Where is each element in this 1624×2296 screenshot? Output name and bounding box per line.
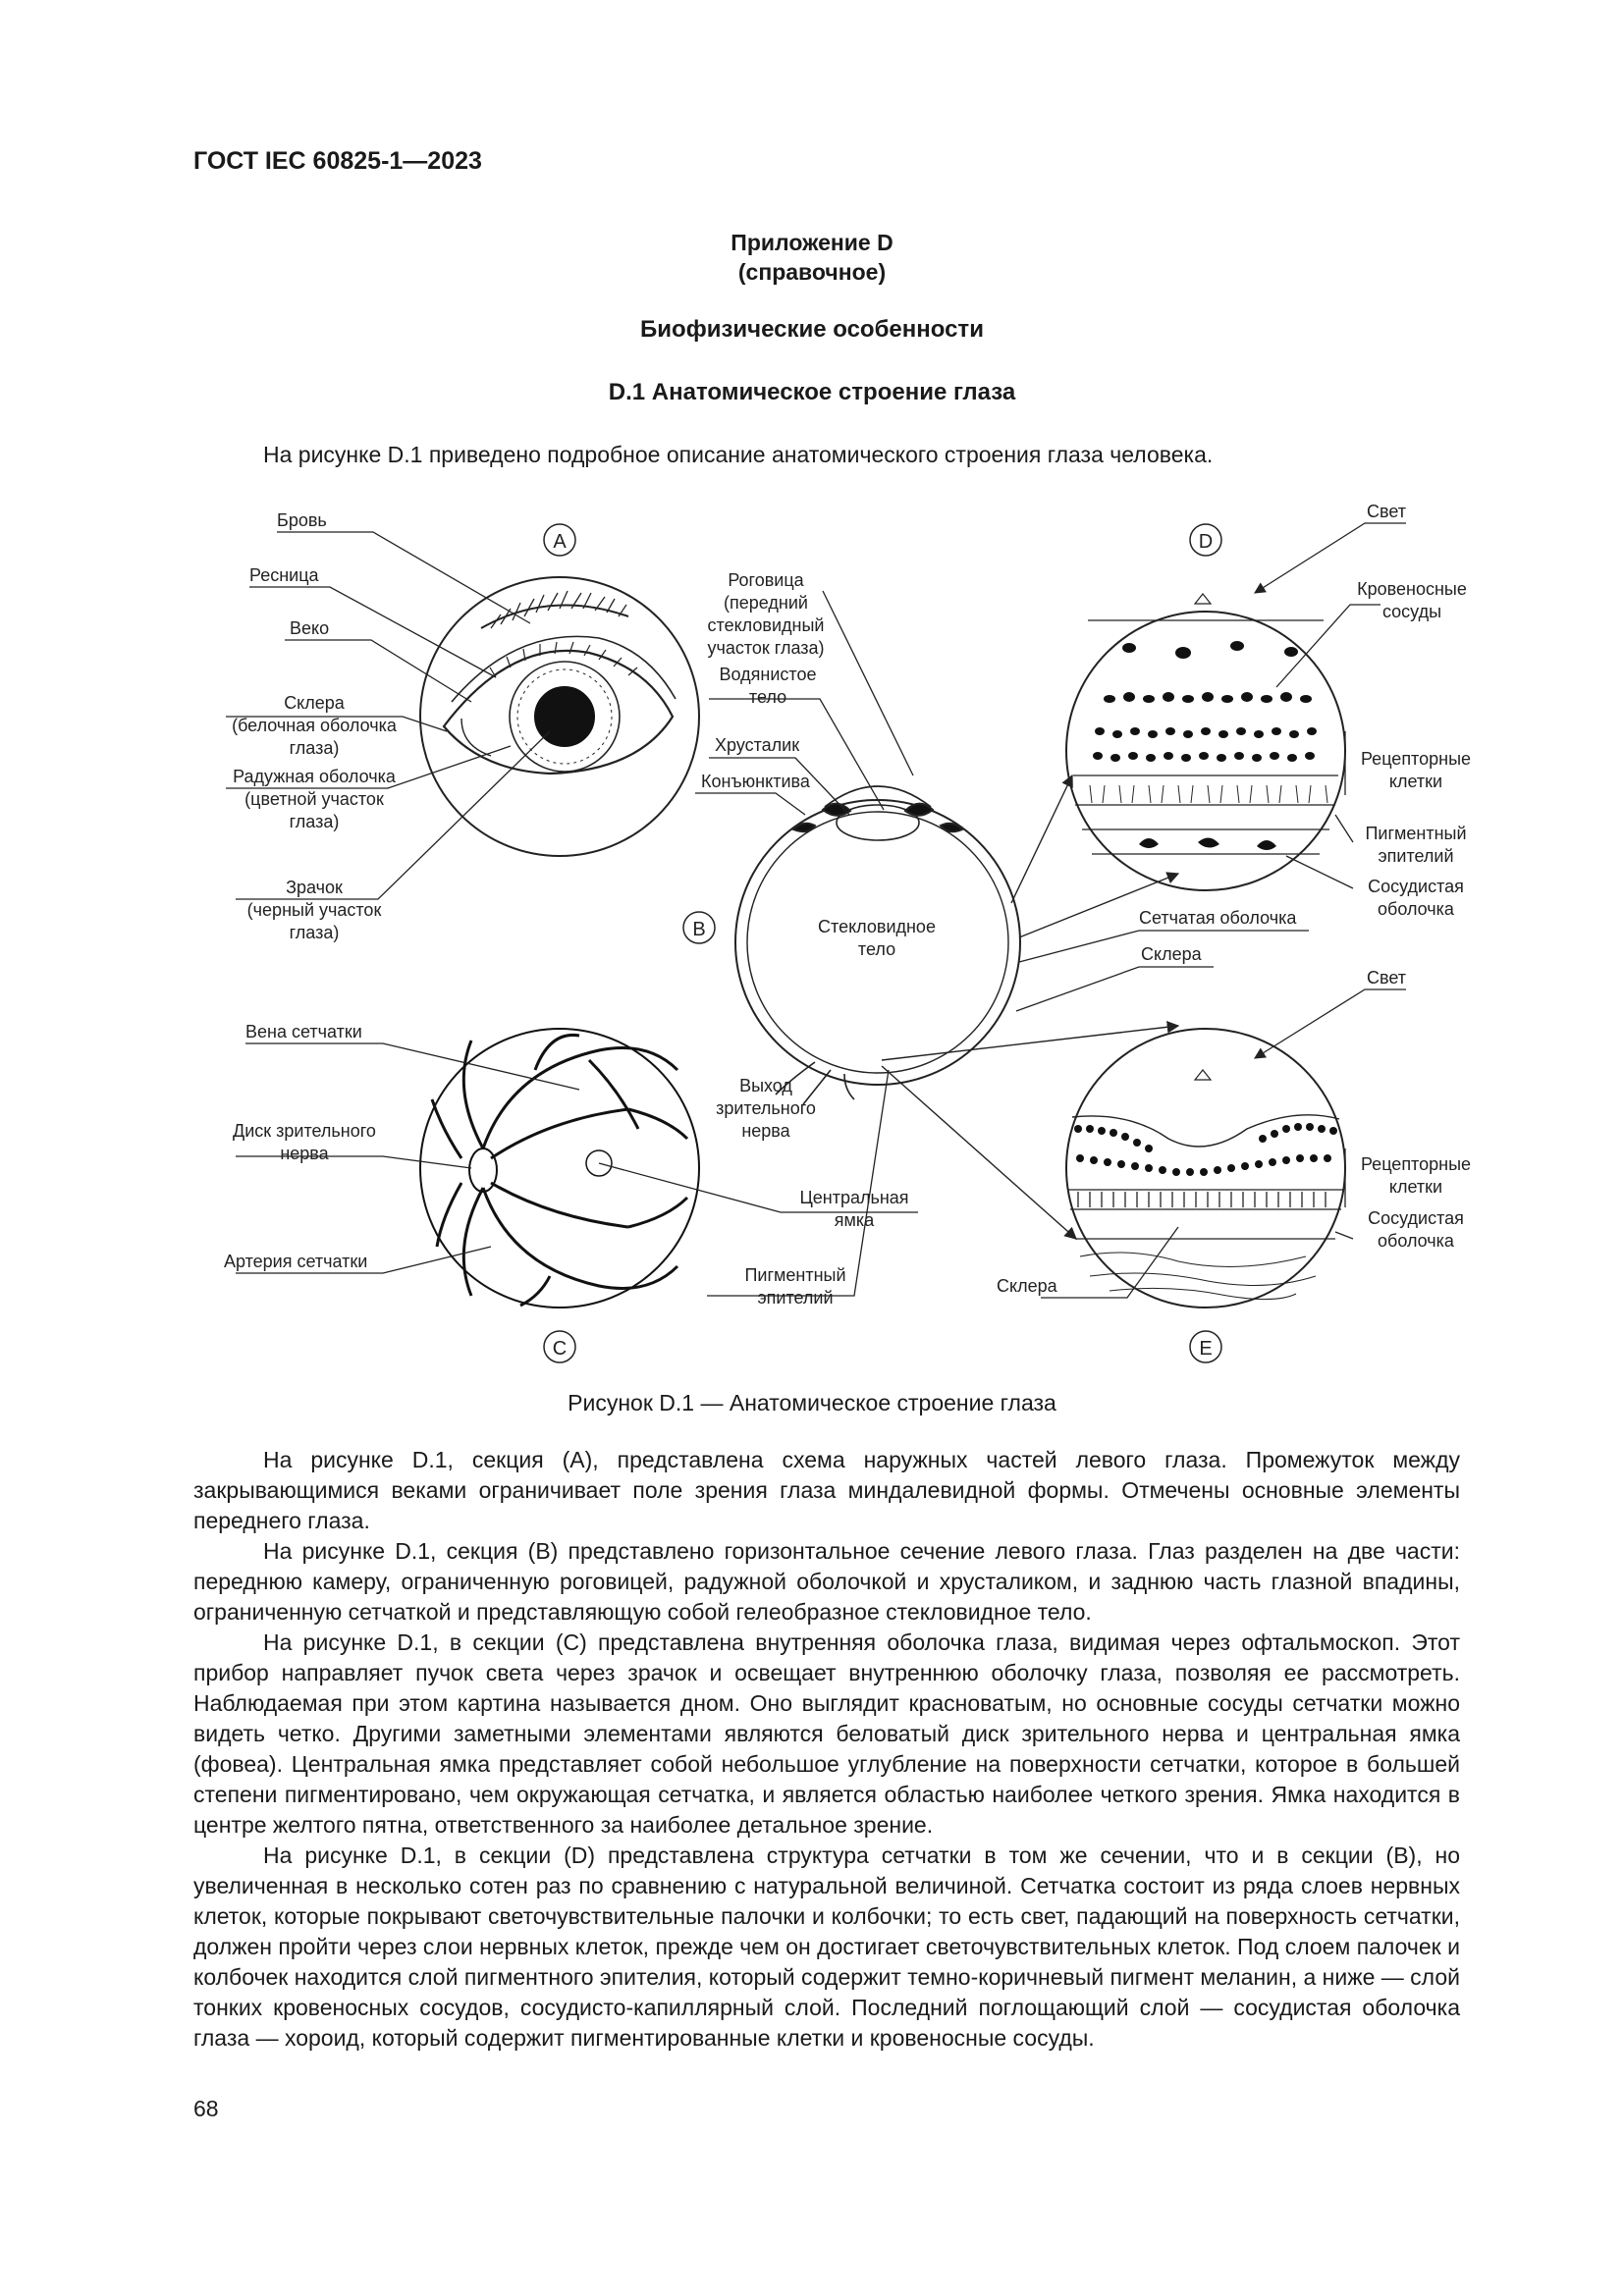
marker-d-label: D — [1199, 531, 1213, 553]
label-pupil: Зрачок (черный участок глаза) — [247, 878, 382, 942]
svg-text:глаза): глаза) — [290, 923, 340, 942]
svg-text:оболочка: оболочка — [1378, 899, 1455, 919]
svg-text:ямка: ямка — [835, 1210, 875, 1230]
label-light-e: Свет — [1367, 968, 1406, 988]
label-blood-vessels: Кровеносные сосуды — [1357, 579, 1467, 621]
svg-text:Стекловидное: Стекловидное — [818, 917, 936, 936]
svg-text:оболочка: оболочка — [1378, 1231, 1455, 1251]
svg-text:Радужная оболочка: Радужная оболочка — [233, 767, 397, 786]
label-iris: Радужная оболочка (цветной участок глаза… — [233, 767, 397, 831]
label-pigment-d: Пигментный эпителий — [1365, 824, 1466, 866]
label-vitreous: Стекловидное тело — [818, 917, 936, 959]
label-sclera-a: Склера (белочная оболочка глаза) — [232, 693, 398, 758]
label-pigment-e: Пигментный эпителий — [744, 1265, 845, 1308]
svg-text:сосуды: сосуды — [1382, 602, 1441, 621]
marker-b-label: B — [692, 919, 705, 940]
eye-anatomy-figure: A Бровь Ресница Веко Склера (белочная об… — [0, 0, 1624, 1394]
retina-e-rods — [1078, 1192, 1326, 1207]
svg-text:Пигментный: Пигментный — [744, 1265, 845, 1285]
paragraph-section-a: На рисунке D.1, секция (A), представлена… — [193, 1445, 1460, 1536]
svg-text:стекловидный: стекловидный — [708, 615, 825, 635]
label-light-d: Свет — [1367, 502, 1406, 521]
svg-text:Рецепторные: Рецепторные — [1361, 1154, 1471, 1174]
svg-text:Водянистое: Водянистое — [720, 665, 817, 684]
svg-text:эпителий: эпителий — [1378, 846, 1453, 866]
section-c — [420, 1029, 699, 1308]
svg-text:нерва: нерва — [280, 1144, 329, 1163]
label-sclera-e: Склера — [997, 1276, 1058, 1296]
label-eyelid: Веко — [290, 618, 329, 638]
label-fovea: Центральная ямка — [799, 1188, 908, 1230]
svg-text:эпителий: эпителий — [757, 1288, 833, 1308]
eyebrow-shape — [481, 605, 628, 628]
svg-text:Сосудистая: Сосудистая — [1368, 877, 1464, 896]
label-receptor-d: Рецепторные клетки — [1361, 749, 1471, 791]
label-retina: Сетчатая оболочка — [1139, 908, 1297, 928]
label-choroid-d: Сосудистая оболочка — [1368, 877, 1464, 919]
svg-text:клетки: клетки — [1389, 1177, 1442, 1197]
svg-text:Роговица: Роговица — [728, 570, 804, 590]
marker-e-label: E — [1199, 1338, 1212, 1360]
svg-text:Сосудистая: Сосудистая — [1368, 1208, 1464, 1228]
label-brow: Бровь — [277, 510, 327, 530]
svg-text:нерва: нерва — [741, 1121, 790, 1141]
svg-text:тело: тело — [858, 939, 895, 959]
svg-text:Центральная: Центральная — [799, 1188, 908, 1207]
body-text: На рисунке D.1, секция (A), представлена… — [193, 1445, 1460, 2054]
section-d — [1066, 612, 1345, 890]
svg-text:(цветной участок: (цветной участок — [244, 789, 384, 809]
svg-text:Кровеносные: Кровеносные — [1357, 579, 1467, 599]
page-number: 68 — [193, 2096, 219, 2122]
marker-a-label: A — [553, 531, 567, 553]
label-retinal-artery: Артерия сетчатки — [224, 1252, 367, 1271]
label-receptor-e: Рецепторные клетки — [1361, 1154, 1471, 1197]
section-e — [1066, 1029, 1345, 1308]
svg-text:Склера: Склера — [284, 693, 346, 713]
svg-text:Выход: Выход — [739, 1076, 792, 1095]
section-c-circle — [420, 1029, 699, 1308]
label-choroid-e: Сосудистая оболочка — [1368, 1208, 1464, 1251]
svg-text:Диск зрительного: Диск зрительного — [233, 1121, 376, 1141]
svg-text:Зрачок: Зрачок — [286, 878, 343, 897]
label-eyelash: Ресница — [249, 565, 320, 585]
label-optic-exit: Выход зрительного нерва — [716, 1076, 816, 1141]
section-d-circle — [1066, 612, 1345, 890]
retina-d-rods — [1090, 785, 1327, 803]
label-aqueous: Водянистое тело — [720, 665, 817, 707]
svg-text:тело: тело — [749, 687, 786, 707]
label-lens: Хрусталик — [715, 735, 799, 755]
paragraph-section-b: На рисунке D.1, секция (B) представлено … — [193, 1536, 1460, 1628]
svg-text:Пигментный: Пигментный — [1365, 824, 1466, 843]
svg-text:глаза): глаза) — [290, 812, 340, 831]
retina-d-cells — [1093, 641, 1317, 850]
svg-text:(черный участок: (черный участок — [247, 900, 382, 920]
paragraph-section-d: На рисунке D.1, в секции (D) представлен… — [193, 1841, 1460, 2054]
paragraph-section-c: На рисунке D.1, в секции (C) представлен… — [193, 1628, 1460, 1841]
svg-text:глаза): глаза) — [290, 738, 340, 758]
svg-text:Рецепторные: Рецепторные — [1361, 749, 1471, 769]
svg-text:участок глаза): участок глаза) — [707, 638, 824, 658]
label-retinal-vein: Вена сетчатки — [245, 1022, 362, 1041]
svg-text:клетки: клетки — [1389, 772, 1442, 791]
svg-text:зрительного: зрительного — [716, 1098, 816, 1118]
label-cornea: Роговица (передний стекловидный участок … — [707, 570, 824, 658]
marker-c-label: C — [553, 1338, 567, 1360]
figure-caption: Рисунок D.1 — Анатомическое строение гла… — [0, 1390, 1624, 1416]
svg-text:(передний: (передний — [724, 593, 808, 613]
section-a — [420, 577, 699, 856]
label-sclera-b: Склера — [1141, 944, 1203, 964]
retina-e-cells — [1074, 1123, 1337, 1176]
svg-text:(белочная оболочка: (белочная оболочка — [232, 716, 398, 735]
label-conjunctiva: Конъюнктива — [701, 772, 811, 791]
